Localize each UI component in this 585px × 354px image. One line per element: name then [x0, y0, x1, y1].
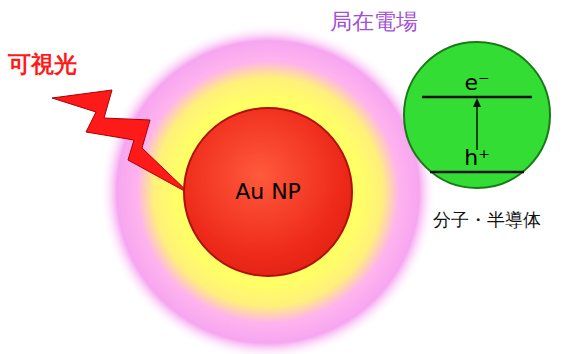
molecule-caption: 分子・半導体: [433, 210, 541, 230]
light-label: 可視光: [8, 52, 77, 77]
electron-label: e⁻: [464, 71, 489, 95]
arrow-head: [473, 98, 481, 107]
excitation-arrow: [476, 103, 478, 150]
field-label: 局在電場: [330, 10, 418, 34]
green-circle: [404, 42, 550, 188]
upper-level: [422, 96, 532, 99]
gold-nanoparticle: Au NP: [183, 107, 353, 277]
local-field-glow: [100, 24, 436, 354]
molecule-circle: e⁻h⁺分子・半導体: [402, 40, 552, 190]
hole-label: h⁺: [464, 146, 490, 170]
particle-label: Au NP: [235, 180, 301, 204]
lightning-bolt: [52, 90, 190, 194]
lower-level: [430, 171, 524, 174]
